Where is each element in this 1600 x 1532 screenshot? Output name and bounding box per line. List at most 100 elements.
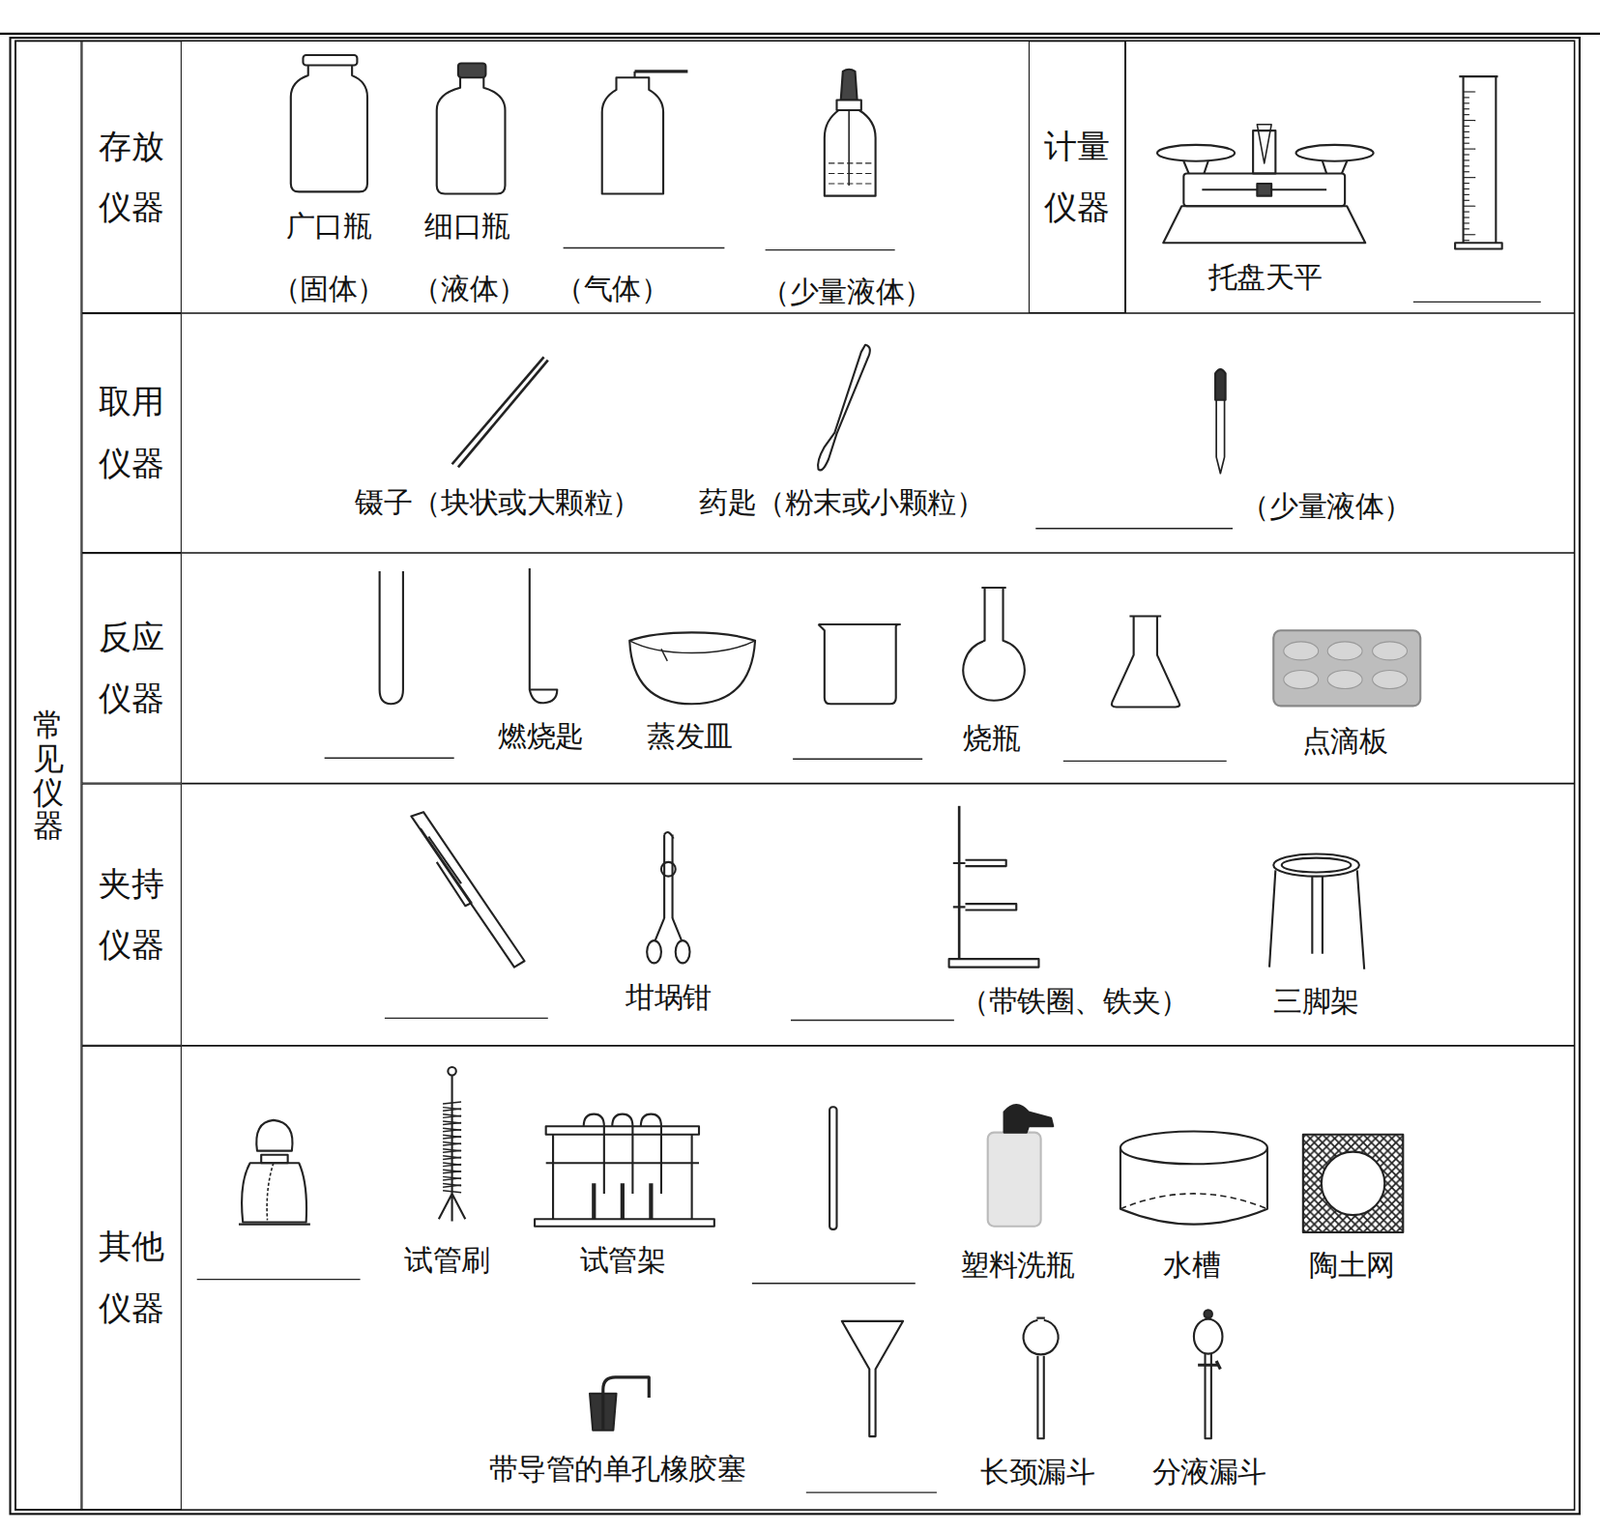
bristle [442,1102,462,1105]
bristle [442,1130,462,1133]
bristle [442,1115,462,1118]
scale-tick [1463,216,1470,218]
bristle [442,1150,462,1153]
glass-rod [829,1106,837,1230]
beaker [817,624,900,704]
table-frame [0,33,1600,1515]
scale-tick [1463,205,1477,207]
bristle [442,1185,462,1188]
bristle [442,1178,462,1181]
ceramic-gauze [1303,1134,1403,1233]
bristle [442,1108,462,1111]
scale-tick [1463,125,1470,127]
instrument-label: 蒸发皿 [646,719,733,754]
scale-tick [1463,165,1470,167]
conical-flask [1111,616,1180,708]
bristle [442,1157,462,1160]
table-side-header: 常见仪器 [15,40,83,1511]
instrument-label: 三脚架 [1273,985,1360,1019]
scale-tick [1463,194,1470,196]
instrument-label: 分液漏斗 [1152,1454,1267,1489]
test-tube-brush [438,1067,466,1222]
scale-tick [1463,90,1477,92]
instrument-label: 坩埚钳 [625,981,712,1016]
measuring-cylinder [1454,76,1503,249]
category-label: 其他仪器 [98,1218,166,1339]
round-bottom-flask [962,587,1024,701]
instrument-label: 陶土网 [1309,1248,1396,1282]
scale-tick [1463,119,1477,121]
evaporating-dish [629,632,756,704]
narrow-mouth-bottle [436,62,506,194]
category-label: 夹持仪器 [98,854,166,976]
instrument-label: 细口瓶 [424,209,511,244]
scale-tick [1463,137,1470,139]
single-hole-stopper [589,1377,649,1431]
instrument-label: 长颈漏斗 [980,1454,1095,1489]
category-label: 反应仪器 [98,608,166,729]
scale-tick [1463,188,1470,190]
instrument-label: 试管架 [580,1244,667,1279]
scale-tick [1463,228,1470,230]
tweezers [452,356,549,467]
separatory-funnel [1193,1309,1223,1439]
scale-tick [1463,108,1470,110]
category-cell: 存放仪器 [81,40,181,314]
instrument-label: 点滴板 [1302,725,1389,759]
crucible-tongs [646,832,690,963]
category-cell: 反应仪器 [81,552,181,785]
instrument-label: 带导管的单孔橡胶塞 [489,1452,747,1486]
bristle [442,1171,462,1174]
test-tube-rack [534,1114,715,1227]
category-label: 存放仪器 [98,116,166,238]
scale-tick [1463,171,1470,173]
instrument-label: 托盘天平 [1208,260,1323,294]
bristle [442,1122,462,1125]
dropper-bottle [824,69,876,197]
scale-tick [1463,233,1477,235]
category-cell: 取用仪器 [81,313,181,553]
bristle [442,1143,462,1146]
scale-tick [1463,222,1470,224]
instrument-label: （气体） [554,272,670,307]
instrument-label: 药匙（粉末或小颗粒） [698,486,986,521]
instrument-label: （少量液体） [760,274,932,309]
instrument-label: 广口瓶 [286,209,373,244]
instrument-label: （液体） [411,272,526,307]
wide-mouth-bottle [290,55,368,192]
water-trough [1120,1132,1268,1225]
tripod [1269,853,1365,969]
scale-tick [1463,176,1477,178]
scale-tick [1463,114,1470,116]
scale-tick [1463,159,1470,161]
scale-tick [1463,102,1470,104]
instrument-label: 试管刷 [404,1244,491,1279]
scale-tick [1463,211,1470,213]
scale-tick [1463,182,1470,184]
scale-tick [1463,200,1470,202]
gas-collecting-bottle [602,71,689,195]
spot-plate [1273,630,1421,706]
category-cell: 夹持仪器 [81,784,181,1047]
category-label: 取用仪器 [98,373,166,495]
scale-tick [1463,153,1470,155]
test-tube-holder [410,812,524,967]
instrument-label: （少量液体） [1240,490,1412,524]
instrument-label: （带铁圈、铁夹） [960,985,1189,1019]
bristle [442,1136,462,1139]
instrument-label: （固体） [271,272,386,307]
scale-tick [1463,148,1477,150]
instrument-label: 烧瓶 [962,721,1020,756]
rubber-dropper [1215,369,1226,474]
platform-balance [1157,124,1374,243]
category-cell: 计量仪器 [1028,40,1126,314]
category-label: 计量仪器 [1043,116,1110,238]
funnel [842,1321,903,1437]
answer-blanks [197,247,1542,1493]
scale-tick [1463,143,1470,145]
iron-stand [949,806,1040,968]
long-neck-funnel [1023,1318,1059,1440]
scale-tick [1463,96,1470,98]
instrument-label: 水槽 [1163,1248,1221,1282]
